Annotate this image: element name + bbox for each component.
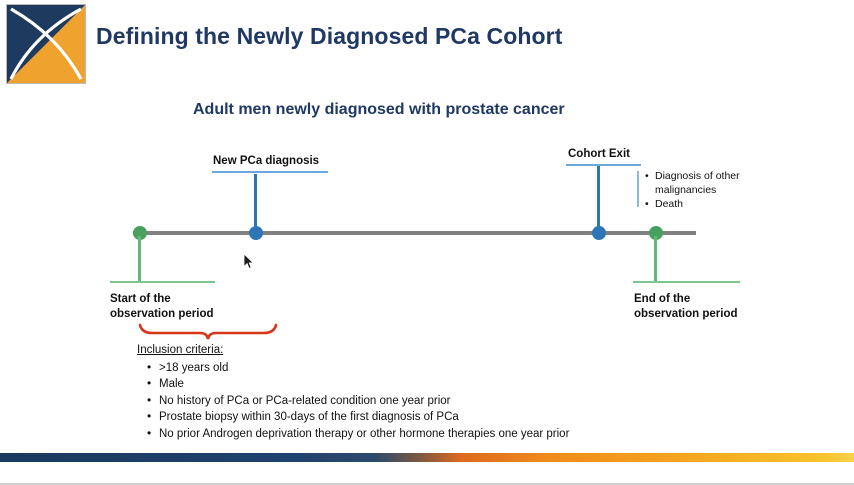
inclusion-criteria-heading: Inclusion criteria: bbox=[137, 344, 224, 356]
diagnosis-connector-line bbox=[254, 174, 257, 229]
inclusion-item-text: Male bbox=[159, 378, 184, 391]
list-item: • Male bbox=[146, 376, 746, 392]
bullet-glyph: • bbox=[147, 392, 152, 407]
cohort-exit-underline bbox=[566, 164, 641, 166]
start-underline bbox=[110, 281, 215, 283]
marker-cohort-exit[interactable] bbox=[592, 226, 606, 240]
start-connector-line bbox=[138, 236, 141, 282]
inclusion-item-text: No history of PCa or PCa-related conditi… bbox=[159, 394, 451, 407]
timeline-axis bbox=[133, 231, 696, 235]
bullet-glyph: • bbox=[147, 409, 152, 424]
start-of-observation-label: Start of the observation period bbox=[110, 292, 214, 322]
x-logo-icon bbox=[6, 4, 86, 84]
bullet-glyph: • bbox=[147, 376, 152, 391]
marker-end-of-observation[interactable] bbox=[649, 226, 663, 240]
mouse-cursor-icon bbox=[243, 253, 255, 275]
inclusion-item-text: No prior Androgen deprivation therapy or… bbox=[159, 427, 570, 440]
footer-edge-line bbox=[0, 483, 854, 485]
list-item: • Prostate biopsy within 30-days of the f… bbox=[146, 409, 746, 425]
start-label-line2: observation period bbox=[110, 308, 214, 320]
end-label-line2: observation period bbox=[634, 308, 738, 320]
exit-reason-text: Diagnosis of other malignancies bbox=[655, 170, 740, 196]
diagnosis-underline bbox=[212, 171, 328, 173]
end-of-observation-label: End of the observation period bbox=[634, 292, 738, 322]
page-title: Defining the Newly Diagnosed PCa Cohort bbox=[96, 23, 563, 49]
bullet-glyph: • bbox=[645, 198, 649, 210]
logo-x-curves bbox=[9, 7, 83, 80]
cohort-exit-connector-line bbox=[597, 166, 600, 229]
inclusion-item-text: Prostate biopsy within 30-days of the fi… bbox=[159, 411, 459, 424]
inclusion-criteria-list: • >18 years old • Male • No history of PCa … bbox=[146, 360, 746, 442]
bullet-glyph: • bbox=[147, 425, 152, 440]
marker-new-pca-diagnosis[interactable] bbox=[249, 226, 263, 240]
exit-reasons-rule bbox=[637, 171, 639, 207]
list-item: • No history of PCa or PCa-related condit… bbox=[146, 393, 746, 409]
end-label-line1: End of the bbox=[634, 293, 691, 305]
inclusion-brace-icon bbox=[138, 322, 278, 345]
end-connector-line bbox=[654, 236, 657, 282]
cohort-subtitle: Adult men newly diagnosed with prostate … bbox=[193, 101, 565, 118]
bullet-glyph: • bbox=[645, 170, 649, 182]
marker-start-of-observation[interactable] bbox=[133, 226, 147, 240]
list-item: • No prior Androgen deprivation therapy o… bbox=[146, 426, 746, 442]
new-pca-diagnosis-label: New PCa diagnosis bbox=[213, 155, 320, 167]
exit-reasons-list: • Diagnosis of other malignancies • Death bbox=[645, 169, 780, 211]
inclusion-item-text: >18 years old bbox=[159, 362, 229, 374]
cohort-exit-label: Cohort Exit bbox=[568, 148, 630, 160]
logo-navy-triangle bbox=[7, 5, 85, 83]
start-label-line1: Start of the bbox=[110, 293, 171, 305]
exit-reason-text: Death bbox=[655, 198, 684, 210]
footer-gradient-bar bbox=[0, 453, 854, 462]
end-underline bbox=[633, 281, 740, 283]
list-item: • Diagnosis of other malignancies bbox=[645, 169, 780, 197]
bullet-glyph: • bbox=[147, 360, 152, 374]
list-item: • Death bbox=[645, 197, 780, 211]
list-item: • >18 years old bbox=[146, 360, 746, 376]
